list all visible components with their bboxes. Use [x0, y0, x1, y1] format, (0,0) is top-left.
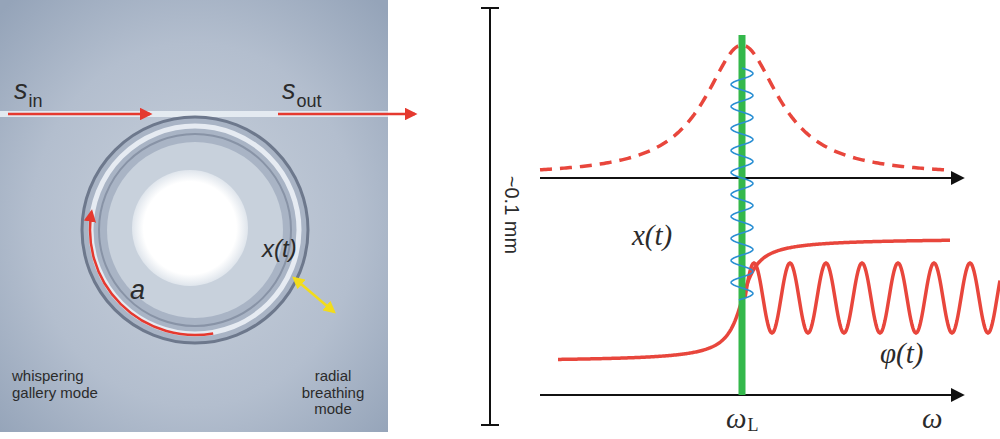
scale-cap — [481, 424, 499, 426]
silicon-disk — [107, 142, 283, 318]
toroid-ring — [91, 126, 299, 334]
signal-subscript: out — [297, 92, 322, 112]
scale-cap — [481, 7, 499, 9]
mode-arrow — [90, 212, 213, 335]
scale-bar — [489, 8, 491, 425]
mode-name: radial breathing mode — [288, 368, 378, 418]
pillar-hole — [132, 170, 248, 286]
displacement-label: x(t) — [632, 220, 672, 252]
mode-amplitude: a — [130, 276, 145, 306]
mechanical-oscillation — [731, 68, 753, 300]
signal-name: s — [282, 76, 296, 106]
toroid-ring — [99, 134, 291, 326]
output-arrow — [278, 113, 415, 116]
frequency-axis — [540, 394, 962, 396]
toroid-rim — [82, 117, 308, 343]
micrograph — [0, 0, 388, 432]
breathing-arrow — [294, 278, 334, 312]
mode-name: whispering gallery mode — [12, 368, 102, 401]
frequency-subscript: L — [747, 416, 758, 436]
spectra — [540, 35, 1000, 395]
frequency-label: ω — [726, 403, 746, 435]
signal-subscript: in — [29, 92, 43, 112]
scale-label: ~0.1 mm — [501, 176, 523, 254]
frequency-label: ω — [922, 403, 942, 435]
input-arrow — [8, 113, 150, 116]
displacement-label: x(t) — [262, 236, 297, 262]
phase-label: φ(t) — [880, 338, 923, 370]
phase-oscillation — [745, 263, 1000, 333]
frequency-axis — [540, 177, 962, 179]
signal-name: s — [14, 76, 28, 106]
